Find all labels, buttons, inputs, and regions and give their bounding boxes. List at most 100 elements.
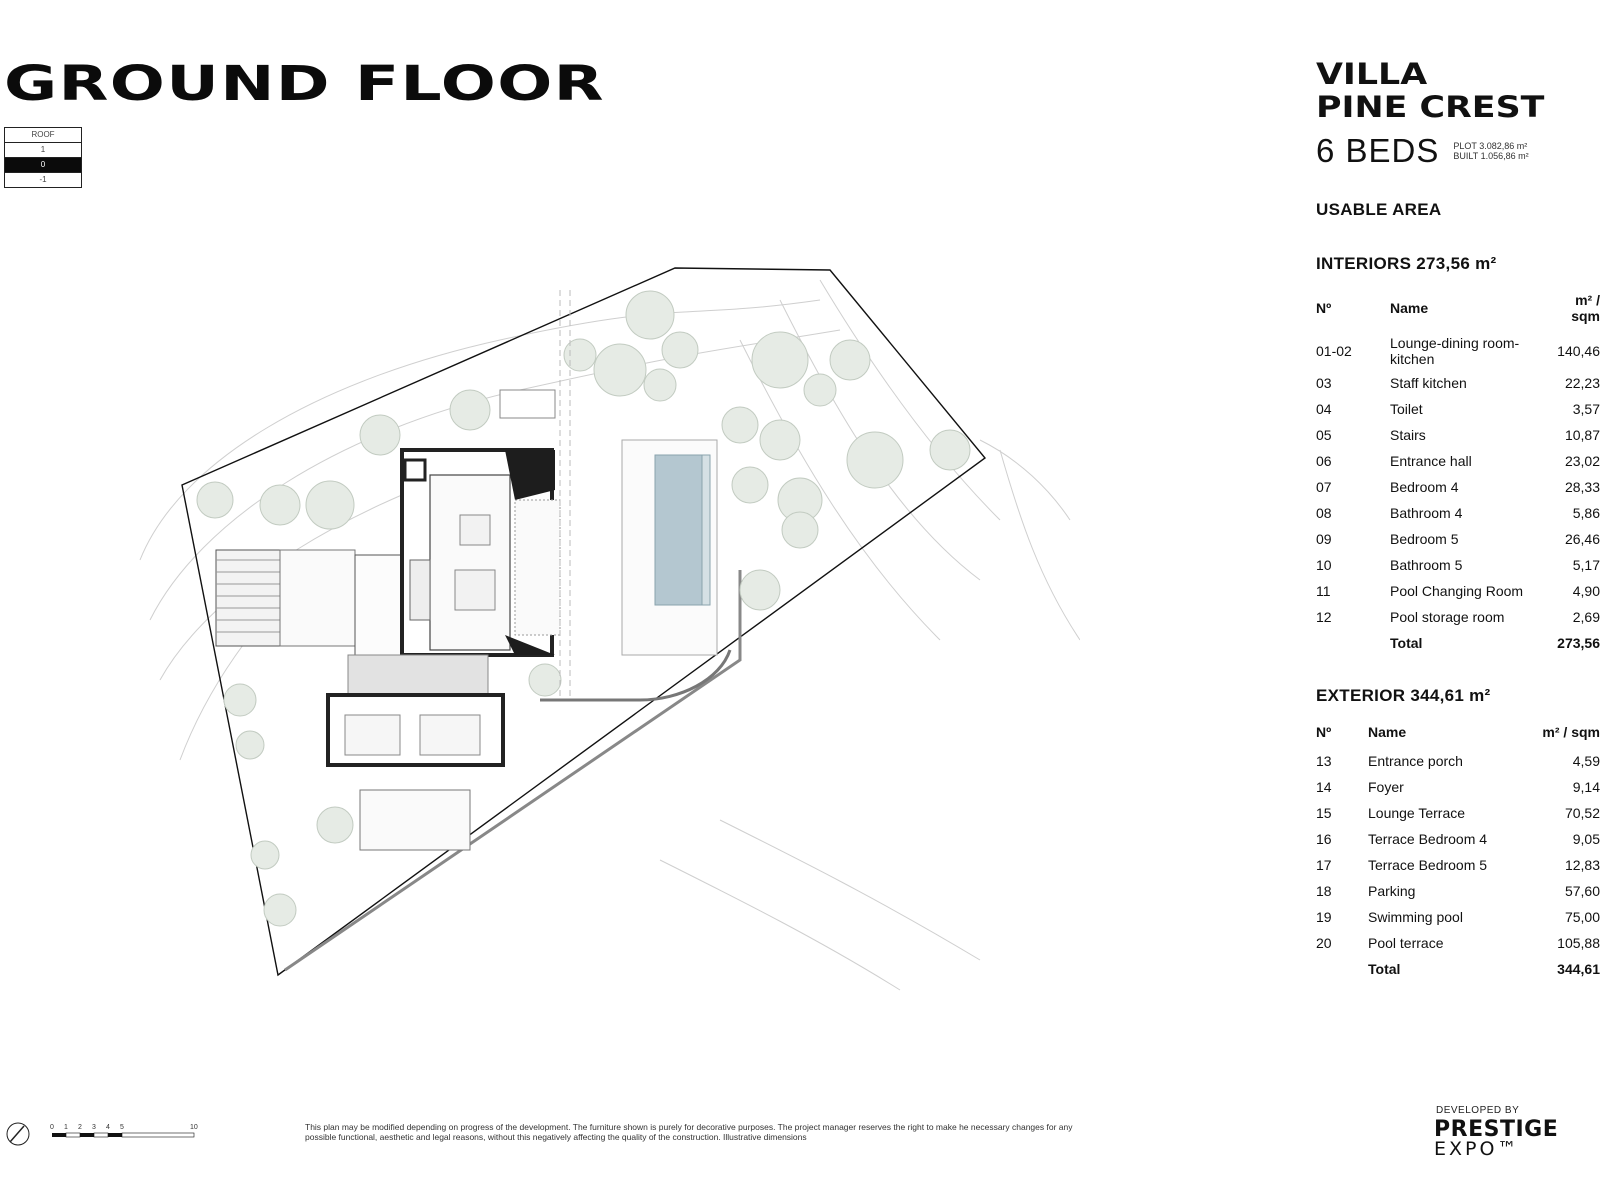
table-row: 09 Bedroom 5 26,46 (1316, 526, 1600, 552)
row-name: Lounge Terrace (1368, 805, 1466, 821)
plot-boundary (181, 267, 987, 977)
level-roof[interactable]: ROOF (31, 130, 55, 139)
row-name: Swimming pool (1368, 909, 1463, 925)
table-header: Nº Name m² / sqm (1316, 724, 1600, 748)
table-row: 11 Pool Changing Room 4,90 (1316, 578, 1600, 604)
header-value: m² / sqm (1571, 292, 1600, 324)
level-0-active[interactable]: 0 (5, 157, 81, 172)
row-name: Foyer (1368, 779, 1404, 795)
scale-tick: 2 (78, 1124, 82, 1131)
level-1[interactable]: 1 (5, 142, 81, 157)
scale-tick: 0 (50, 1124, 54, 1131)
header-name: Name (1390, 300, 1429, 316)
row-no-empty (1316, 630, 1390, 656)
scale-tick: 3 (92, 1124, 96, 1131)
row-no: 14 (1316, 779, 1332, 795)
interiors-heading: INTERIORS 273,56 m² (1316, 254, 1497, 273)
table-row: 08 Bathroom 4 5,86 (1316, 500, 1600, 526)
row-value: 26,46 (1564, 531, 1600, 547)
row-value: 70,52 (1564, 805, 1600, 821)
row-value: 9,05 (1572, 831, 1600, 847)
table-row: 01-02 Lounge-dining room-kitchen 140,46 (1316, 332, 1600, 370)
row-no: 10 (1316, 557, 1332, 573)
total-value: 273,56 (1557, 635, 1600, 651)
table-row: 12 Pool storage room 2,69 (1316, 604, 1600, 630)
total-label: Total (1390, 635, 1423, 651)
table-row: 14 Foyer 9,14 (1316, 774, 1600, 800)
row-no: 12 (1316, 609, 1332, 625)
house (326, 290, 571, 851)
scale-tick: 10 (190, 1124, 198, 1131)
table-header: Nº Name m² / sqm (1316, 292, 1600, 332)
developer-credit: DEVELOPED BY PRESTIGE EXPO™ (1434, 1105, 1600, 1159)
row-no: 17 (1316, 857, 1332, 873)
access-road-edge (540, 649, 732, 702)
row-value: 22,23 (1564, 375, 1600, 391)
page-title: GROUND FLOOR (4, 56, 605, 112)
row-value: 4,59 (1572, 753, 1600, 769)
row-value: 23,02 (1564, 453, 1600, 469)
table-row: 13 Entrance porch 4,59 (1316, 748, 1600, 774)
row-no: 19 (1316, 909, 1332, 925)
table-row: 03 Staff kitchen 22,23 (1316, 370, 1600, 396)
disclaimer-text: This plan may be modified depending on p… (305, 1122, 1073, 1142)
interiors-table: Nº Name m² / sqm 01-02 Lounge-dining roo… (1316, 292, 1600, 656)
header-no: Nº (1316, 300, 1332, 316)
scale-tick: 1 (64, 1124, 68, 1131)
table-row: 16 Terrace Bedroom 4 9,05 (1316, 826, 1600, 852)
villa-name-line1: VILLA (1316, 57, 1428, 91)
developer-logo: PRESTIGE (1434, 1117, 1559, 1142)
row-no: 09 (1316, 531, 1332, 547)
scale-tick: 4 (106, 1124, 110, 1131)
level-minus-1[interactable]: -1 (5, 172, 81, 187)
table-row: 06 Entrance hall 23,02 (1316, 448, 1600, 474)
row-value: 12,83 (1564, 857, 1600, 873)
total-label: Total (1368, 961, 1401, 977)
row-no: 15 (1316, 805, 1332, 821)
table-total-row: Total 273,56 (1316, 630, 1600, 656)
scale-bar: 0 1 2 3 4 5 10 (6, 1122, 198, 1146)
row-value: 3,57 (1572, 401, 1600, 417)
row-name: Terrace Bedroom 4 (1368, 831, 1488, 847)
row-value: 140,46 (1557, 343, 1600, 359)
row-name: Bedroom 5 (1390, 531, 1459, 547)
row-name: Staff kitchen (1390, 375, 1467, 391)
row-name: Terrace Bedroom 5 (1368, 857, 1488, 873)
plot-area: PLOT 3.082,86 m² (1453, 141, 1528, 151)
row-no: 16 (1316, 831, 1332, 847)
row-no: 08 (1316, 505, 1332, 521)
header-value: m² / sqm (1542, 724, 1600, 740)
table-row: 19 Swimming pool 75,00 (1316, 904, 1600, 930)
total-value: 344,61 (1557, 961, 1600, 977)
table-row: 20 Pool terrace 105,88 (1316, 930, 1600, 956)
row-no: 18 (1316, 883, 1332, 899)
row-no: 05 (1316, 427, 1332, 443)
row-no: 04 (1316, 401, 1332, 417)
table-row: 05 Stairs 10,87 (1316, 422, 1600, 448)
row-no-empty (1316, 956, 1368, 982)
table-row: 15 Lounge Terrace 70,52 (1316, 800, 1600, 826)
swimming-pool (621, 439, 718, 656)
row-value: 28,33 (1564, 479, 1600, 495)
row-value: 75,00 (1564, 909, 1600, 925)
row-name: Entrance porch (1368, 753, 1463, 769)
row-name: Parking (1368, 883, 1416, 899)
scale-tick: 5 (120, 1124, 124, 1131)
table-total-row: Total 344,61 (1316, 956, 1600, 982)
beds-count: 6 BEDS (1316, 132, 1440, 169)
row-value: 2,69 (1572, 609, 1600, 625)
access-road (284, 570, 742, 972)
usable-area-heading: USABLE AREA (1316, 200, 1442, 219)
plot-built: PLOT 3.082,86 m² BUILT 1.056,86 m² (1453, 141, 1528, 161)
table-row: 10 Bathroom 5 5,17 (1316, 552, 1600, 578)
row-name: Pool terrace (1368, 935, 1444, 951)
row-name: Entrance hall (1390, 453, 1472, 469)
floor-plan (139, 267, 1080, 991)
header-no: Nº (1316, 724, 1332, 740)
exterior-table: Nº Name m² / sqm 13 Entrance porch 4,59 … (1316, 724, 1600, 982)
row-name: Bathroom 4 (1390, 505, 1463, 521)
exterior-heading: EXTERIOR 344,61 m² (1316, 686, 1491, 705)
row-name: Lounge-dining room-kitchen (1390, 335, 1520, 367)
row-value: 5,17 (1572, 557, 1600, 573)
table-row: 04 Toilet 3,57 (1316, 396, 1600, 422)
